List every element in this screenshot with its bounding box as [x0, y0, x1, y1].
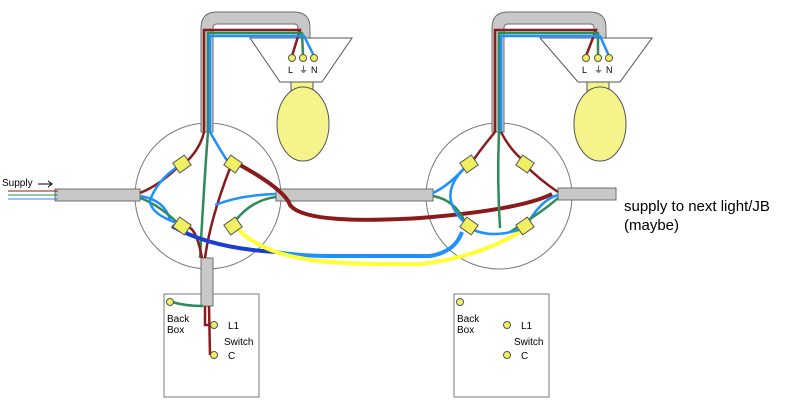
lamp-right-terminal-n: N: [606, 65, 613, 75]
switch-left-back-label: Back: [167, 314, 190, 325]
lamp-wires-right: [493, 28, 611, 132]
supply-arrow: [38, 180, 53, 188]
lamp-left-terminal-earth: ⏚: [299, 65, 308, 75]
switch-right-switch-label: Switch: [514, 337, 543, 348]
switch-left-l1-label: L1: [228, 321, 240, 332]
lamp-terminals-left: [288, 54, 318, 62]
switch-right-box-label: Box: [457, 325, 474, 336]
lamp-right-terminal-earth: ⏚: [594, 65, 603, 75]
terminals-junction-right: [459, 154, 535, 236]
lamp-terminals-right: [582, 54, 613, 62]
lamp-left-terminal-l: L: [288, 65, 293, 75]
terminals-junction-left: [172, 154, 243, 236]
supply-label: Supply: [2, 178, 33, 189]
cable-sheaths: [54, 187, 617, 307]
lamp-wires-left: [202, 28, 316, 132]
next-supply-label-line2: (maybe): [624, 217, 679, 234]
switch-right-back-label: Back: [457, 314, 480, 325]
supply-cores: [8, 190, 58, 200]
switch-right-c-label: C: [521, 351, 528, 362]
switch-box-left: [163, 293, 260, 398]
lamp-left-terminal-n: N: [311, 65, 318, 75]
bulb-right: [573, 81, 627, 162]
switch-left-c-label: C: [228, 351, 235, 362]
switch-left-switch-label: Switch: [224, 337, 253, 348]
switch-right-l1-label: L1: [521, 321, 533, 332]
switch-terminals-right: [456, 298, 511, 359]
lamp-right-terminal-l: L: [582, 65, 587, 75]
strapper-light-blue: [274, 231, 464, 258]
switch-box-right: [453, 293, 550, 398]
strapper-brown: [239, 163, 553, 222]
switch-terminals-left: [166, 298, 218, 359]
switch-left-box-label: Box: [167, 325, 184, 336]
strapper-yellow: [231, 222, 532, 267]
bulb-left: [276, 81, 330, 162]
next-supply-label-line1: supply to next light/JB: [624, 198, 770, 215]
